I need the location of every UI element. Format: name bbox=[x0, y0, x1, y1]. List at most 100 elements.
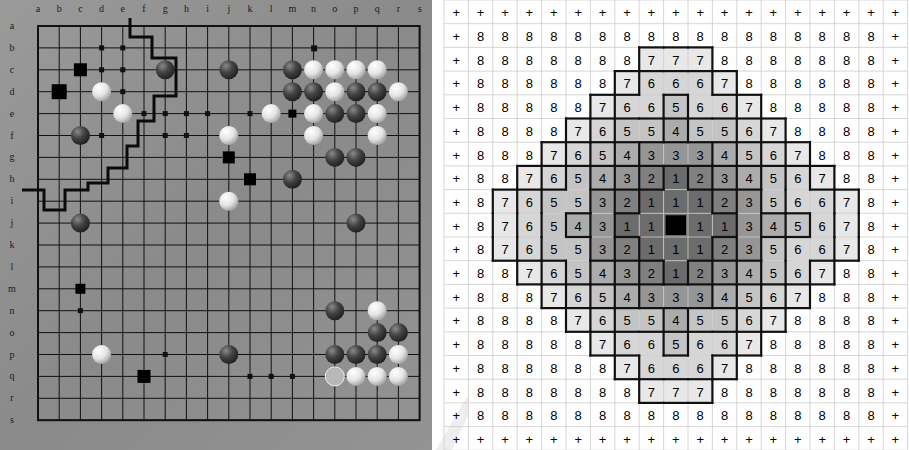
ring-border bbox=[809, 260, 811, 286]
ring-border bbox=[638, 307, 664, 309]
ring-border bbox=[492, 212, 494, 238]
ring-border bbox=[687, 260, 713, 262]
distance-value: 8 bbox=[770, 101, 777, 114]
distance-value: 8 bbox=[770, 338, 777, 351]
distance-value: 2 bbox=[648, 267, 655, 280]
ring-border bbox=[760, 331, 786, 333]
cell-shade bbox=[664, 261, 688, 285]
ring-border bbox=[589, 94, 591, 120]
distance-value: 6 bbox=[550, 267, 557, 280]
border-mark: + bbox=[574, 432, 582, 445]
ring-border bbox=[858, 212, 860, 238]
distance-value: 8 bbox=[501, 290, 508, 303]
ring-border bbox=[565, 117, 591, 119]
distance-value: 5 bbox=[672, 338, 679, 351]
distance-value: 8 bbox=[819, 314, 826, 327]
distance-value: 8 bbox=[501, 77, 508, 90]
grid-line bbox=[444, 308, 908, 309]
cell-shade bbox=[834, 332, 858, 356]
cell-shade bbox=[615, 119, 639, 143]
distance-value: 8 bbox=[477, 361, 484, 374]
cell-shade bbox=[810, 308, 834, 332]
cell-shade bbox=[810, 166, 834, 190]
grid-line bbox=[639, 0, 640, 450]
ring-border bbox=[663, 94, 689, 96]
ring-border bbox=[638, 165, 664, 167]
cell-shade bbox=[712, 166, 736, 190]
cell-shade bbox=[810, 119, 834, 143]
distance-value: 7 bbox=[501, 195, 508, 208]
cell-shade bbox=[517, 356, 541, 380]
cell-shade bbox=[688, 47, 712, 71]
cell-shade bbox=[468, 356, 492, 380]
row-letter: f bbox=[10, 131, 13, 141]
ring-border bbox=[663, 46, 689, 48]
distance-value: 4 bbox=[575, 219, 582, 232]
ring-border bbox=[589, 283, 591, 309]
cell-shade bbox=[737, 119, 761, 143]
distance-value: 8 bbox=[867, 267, 874, 280]
cell-shade bbox=[566, 308, 590, 332]
distance-value: 8 bbox=[477, 385, 484, 398]
grid-line bbox=[444, 165, 908, 166]
border-mark: + bbox=[452, 6, 460, 19]
distance-value: 1 bbox=[672, 267, 679, 280]
ring-border bbox=[833, 236, 835, 262]
cell-shade bbox=[834, 24, 858, 48]
distance-value: 8 bbox=[721, 30, 728, 43]
distance-value: 7 bbox=[575, 124, 582, 137]
cell-shade bbox=[517, 24, 541, 48]
cell-shade bbox=[615, 190, 639, 214]
cell-shade bbox=[859, 142, 883, 166]
cell-shade bbox=[639, 166, 663, 190]
ring-border bbox=[736, 331, 762, 333]
grid-line bbox=[444, 284, 908, 285]
ring-border bbox=[785, 212, 811, 214]
cell-shade bbox=[712, 332, 736, 356]
ring-border bbox=[565, 212, 567, 238]
border-mark: + bbox=[648, 6, 656, 19]
cell-shade bbox=[859, 356, 883, 380]
distance-value: 8 bbox=[745, 77, 752, 90]
cell-shade bbox=[615, 332, 639, 356]
white-stones bbox=[92, 60, 408, 386]
distance-value: 7 bbox=[648, 385, 655, 398]
border-mark: + bbox=[526, 432, 534, 445]
distance-value: 3 bbox=[745, 243, 752, 256]
row-letter: h bbox=[10, 174, 15, 184]
ring-border bbox=[614, 283, 616, 309]
ring-border bbox=[760, 212, 762, 238]
distance-value: 2 bbox=[648, 172, 655, 185]
cell-shade bbox=[566, 119, 590, 143]
ring-border bbox=[614, 117, 640, 119]
border-mark: + bbox=[452, 124, 460, 137]
ring-border bbox=[785, 283, 811, 285]
cell-shade bbox=[615, 237, 639, 261]
distance-value: 1 bbox=[672, 243, 679, 256]
distance-value: 8 bbox=[794, 53, 801, 66]
cell-shade bbox=[664, 71, 688, 95]
distance-value: 8 bbox=[721, 385, 728, 398]
ring-border bbox=[784, 165, 786, 191]
distance-value: 8 bbox=[575, 77, 582, 90]
ring-border bbox=[687, 331, 689, 357]
ring-border bbox=[711, 189, 713, 215]
cell-shade bbox=[664, 95, 688, 119]
distance-value: 1 bbox=[697, 219, 704, 232]
ring-border bbox=[711, 141, 713, 167]
distance-value: 8 bbox=[770, 361, 777, 374]
ring-border bbox=[784, 189, 786, 215]
cell-shade bbox=[639, 403, 663, 427]
cell-shade bbox=[737, 284, 761, 308]
column-letter: k bbox=[248, 4, 253, 14]
ring-border bbox=[784, 260, 786, 286]
distance-value: 8 bbox=[867, 77, 874, 90]
cell-shade bbox=[468, 71, 492, 95]
cell-shade bbox=[542, 95, 566, 119]
cell-shade bbox=[493, 332, 517, 356]
distance-value: 8 bbox=[550, 409, 557, 422]
cell-shade bbox=[859, 332, 883, 356]
distance-value: 5 bbox=[550, 195, 557, 208]
cell-shade bbox=[468, 190, 492, 214]
cell-shade bbox=[639, 47, 663, 71]
